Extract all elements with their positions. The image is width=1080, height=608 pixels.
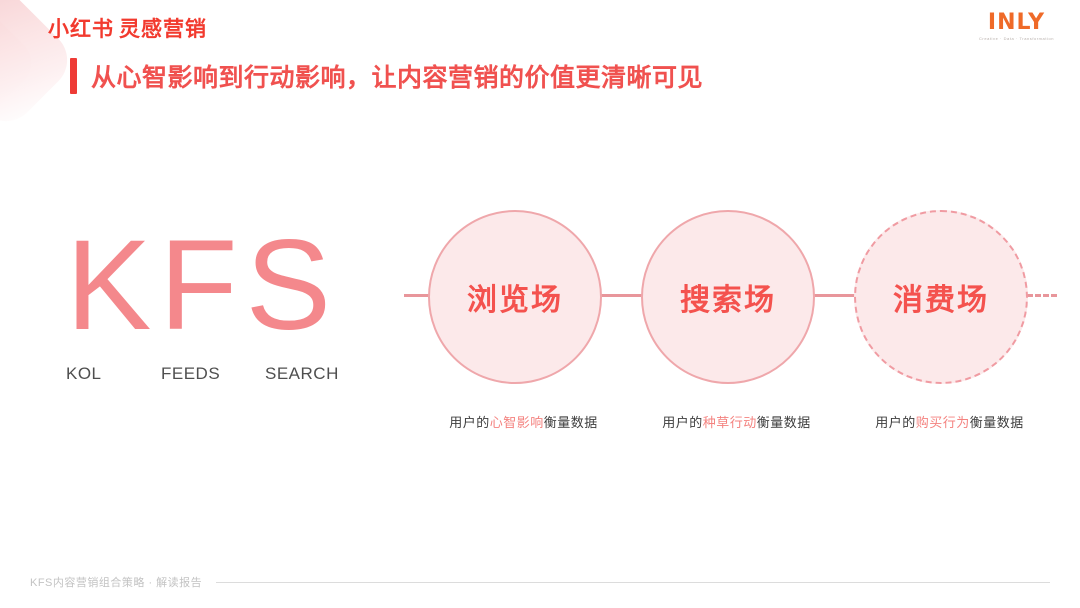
title-accent-bar [70,58,77,94]
flow-node-consume[interactable]: 消费场 [854,210,1028,384]
footer: KFS内容营销组合策略 · 解读报告 [30,574,1050,590]
flow-node-browse-label: 浏览场 [467,284,563,317]
brand-name: 小红书 [48,18,114,41]
caption-consume-highlight: 购买行为 [915,415,970,430]
caption-consume-prefix: 用户的 [875,415,916,430]
caption-browse-prefix: 用户的 [449,415,490,430]
kfs-sublabels: KOL FEEDS SEARCH [66,364,366,384]
kfs-acronym: KFS [66,214,339,357]
connector-lead-in [404,294,432,297]
caption-consume: 用户的购买行为衡量数据 [843,412,1056,431]
caption-search-suffix: 衡量数据 [756,415,811,430]
caption-consume-suffix: 衡量数据 [969,415,1024,430]
kfs-sublabel-feeds: FEEDS [161,364,221,383]
page-title-text: 从心智影响到行动影响，让内容营销的价值更清晰可见 [91,64,704,92]
connector-search-to-consume [809,294,857,297]
footer-text: KFS内容营销组合策略 · 解读报告 [30,577,203,589]
kfs-sublabel-search: SEARCH [265,364,339,383]
kfs-sublabel-kol: KOL [66,364,102,383]
flow-node-browse[interactable]: 浏览场 [428,210,602,384]
flow-node-consume-label: 消费场 [893,284,989,317]
flow-node-search[interactable]: 搜索场 [641,210,815,384]
flow-node-search-label: 搜索场 [680,284,776,317]
caption-browse-suffix: 衡量数据 [543,415,598,430]
inly-logo-tagline: Creative · Data · Transformation [978,36,1055,41]
connector-browse-to-search [596,294,644,297]
caption-search: 用户的种草行动衡量数据 [630,412,843,431]
connector-trailing-dashed [1027,294,1057,297]
inly-logo-mark: INLY [987,10,1046,35]
caption-search-highlight: 种草行动 [702,415,757,430]
caption-browse-highlight: 心智影响 [489,415,544,430]
inly-logo: INLY Creative · Data · Transformation [977,12,1056,41]
caption-search-prefix: 用户的 [662,415,703,430]
flow-captions: 用户的心智影响衡量数据 用户的种草行动衡量数据 用户的购买行为衡量数据 [400,412,1060,431]
caption-browse: 用户的心智影响衡量数据 [417,412,630,431]
kfs-block: KFS KOL FEEDS SEARCH [66,222,366,384]
page-title: 从心智影响到行动影响，让内容营销的价值更清晰可见 [70,58,703,94]
brand-tagline: 灵感营销 [119,18,207,41]
footer-divider [216,581,1050,583]
brand-logo-text: 小红书灵感营销 [48,13,207,43]
flow-diagram: 浏览场 搜索场 消费场 [400,205,1060,390]
